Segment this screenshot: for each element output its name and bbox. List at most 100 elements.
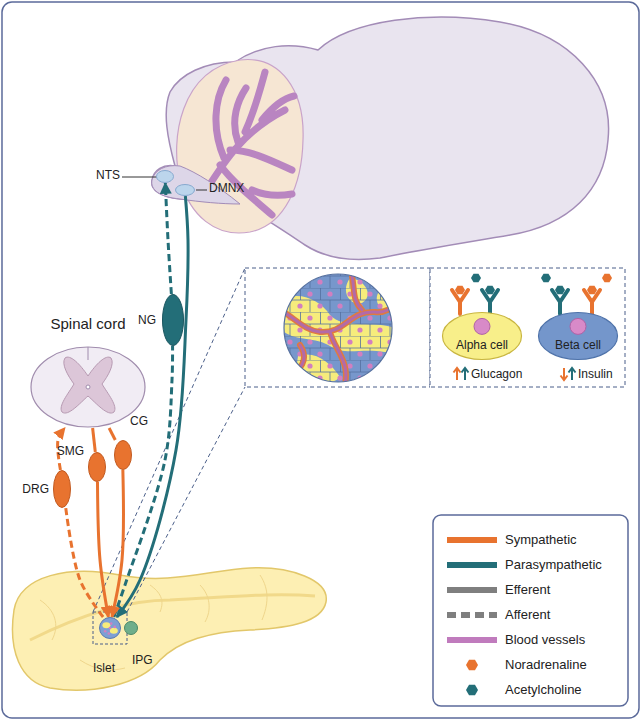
- acetylcholine-molecule: [555, 286, 565, 295]
- ganglion: DRG: [53, 470, 71, 508]
- brainstem-nucleus-shape: [156, 170, 174, 183]
- ganglion-shape: [53, 470, 71, 508]
- legend-row: Acetylcholine: [433, 680, 628, 700]
- islet-cell: Beta cell: [538, 312, 618, 360]
- node-label: Alpha cell: [442, 338, 522, 353]
- spinal-cord-drawing: [31, 347, 145, 427]
- node-label: NTS: [70, 168, 120, 183]
- ganglion-shape: [114, 440, 132, 470]
- inset-frame: [430, 268, 625, 387]
- legend-label: Parasympathetic: [505, 556, 602, 574]
- ganglion: NG: [162, 294, 184, 346]
- spinal-cord-section-shape: [30, 346, 146, 428]
- legend-swatch: [447, 587, 497, 593]
- cell-body: [539, 313, 618, 360]
- legend-swatch: [447, 637, 497, 643]
- brainstem-nucleus-shape: [175, 184, 195, 196]
- legend-row: Parasympathetic: [433, 555, 628, 575]
- cell-body: [443, 313, 522, 360]
- increase-arrow: [454, 368, 461, 380]
- node-label: DRG: [13, 482, 49, 497]
- legend-sample: [447, 605, 497, 625]
- legend-row: Afferent: [433, 605, 628, 625]
- blood-vessel: [268, 276, 412, 384]
- node-label: NG: [126, 313, 156, 328]
- ganglion-body: [163, 295, 184, 346]
- legend-label: Efferent: [505, 581, 550, 599]
- noradrenaline-molecule: [587, 286, 597, 295]
- legend-swatch: [447, 562, 497, 568]
- cell-nucleus: [474, 318, 490, 334]
- median-sulcus: [88, 347, 89, 360]
- legend-sample: [447, 655, 497, 675]
- nerve-fiber: [165, 183, 171, 294]
- ganglion-shape: [124, 621, 138, 635]
- ganglion-body: [125, 622, 138, 635]
- ganglion: SMG: [88, 452, 106, 482]
- noradrenaline-molecule: [602, 274, 612, 283]
- nerve-fiber: [109, 428, 115, 440]
- cell-nucleus: [108, 632, 111, 635]
- legend: SympatheticParasympatheticEfferentAffere…: [433, 515, 628, 706]
- legend-row: Noradrenaline: [433, 655, 628, 675]
- ganglion-body: [89, 453, 106, 482]
- pancreatic-duct: [30, 595, 315, 640]
- node-label: SMG: [44, 444, 84, 459]
- pancreas-lobules: [40, 575, 267, 670]
- islet-cell-shape: [538, 312, 618, 360]
- brain-outline: [152, 17, 609, 259]
- legend-label: Blood vessels: [505, 631, 585, 649]
- ganglion-body: [115, 441, 132, 470]
- nerve-fiber: [93, 428, 96, 452]
- hormone-label: Insulin: [578, 366, 613, 382]
- cell-nucleus: [114, 626, 117, 629]
- pancreatic-islet-shape: [98, 617, 122, 639]
- gray-matter: [61, 357, 115, 413]
- zoom-box: [93, 612, 127, 644]
- islet-cell-shape: [442, 312, 522, 360]
- legend-label: Sympathetic: [505, 531, 577, 549]
- nerve-fiber: [112, 470, 123, 617]
- ganglion-body: [54, 471, 71, 508]
- cell-nucleus: [104, 630, 107, 633]
- cell-nucleus: [570, 318, 586, 334]
- hormone-label: Glucagon: [471, 366, 522, 382]
- legend-swatch: [447, 537, 497, 543]
- acetylcholine-molecule: [485, 286, 495, 295]
- acetylcholine-molecule: [471, 274, 481, 283]
- ganglion-shape: [88, 452, 106, 482]
- legend-label: Noradrenaline: [505, 656, 587, 674]
- legend-label: Acetylcholine: [505, 681, 582, 699]
- alpha-cell-area: [102, 622, 110, 628]
- nucleus-blob: [176, 185, 195, 196]
- molecule-sample: [466, 660, 478, 670]
- islet-cell: Alpha cell: [442, 312, 522, 360]
- molecule-sample: [466, 685, 478, 695]
- node-label: Islet: [84, 661, 124, 676]
- node-label: Beta cell: [538, 338, 618, 353]
- dashed-line-sample: [447, 612, 497, 618]
- central-canal: [86, 385, 90, 389]
- islet-body: [100, 618, 121, 639]
- legend-row: Blood vessels: [433, 630, 628, 650]
- nucleus-blob: [157, 171, 174, 183]
- legend-sample: [447, 680, 497, 700]
- legend-label: Afferent: [505, 606, 550, 624]
- node-label: Spinal cord: [30, 316, 146, 331]
- cell-nucleus: [110, 622, 113, 625]
- cell-nucleus: [109, 627, 112, 630]
- islet-border: [284, 274, 392, 382]
- decrease-arrow: [561, 368, 568, 380]
- ganglion: IPG: [124, 621, 138, 635]
- pancreatic-islet: Islet: [98, 617, 122, 639]
- brainstem-nucleus: NTS: [156, 170, 174, 183]
- legend-row: Sympathetic: [433, 530, 628, 550]
- white-matter: [31, 347, 145, 427]
- spinal-cord-section: Spinal cord: [30, 346, 146, 428]
- arbor-vitae: [205, 72, 294, 215]
- legend-row: Efferent: [433, 580, 628, 600]
- node-label: DMNX: [209, 181, 259, 196]
- inset-frame: [245, 268, 430, 387]
